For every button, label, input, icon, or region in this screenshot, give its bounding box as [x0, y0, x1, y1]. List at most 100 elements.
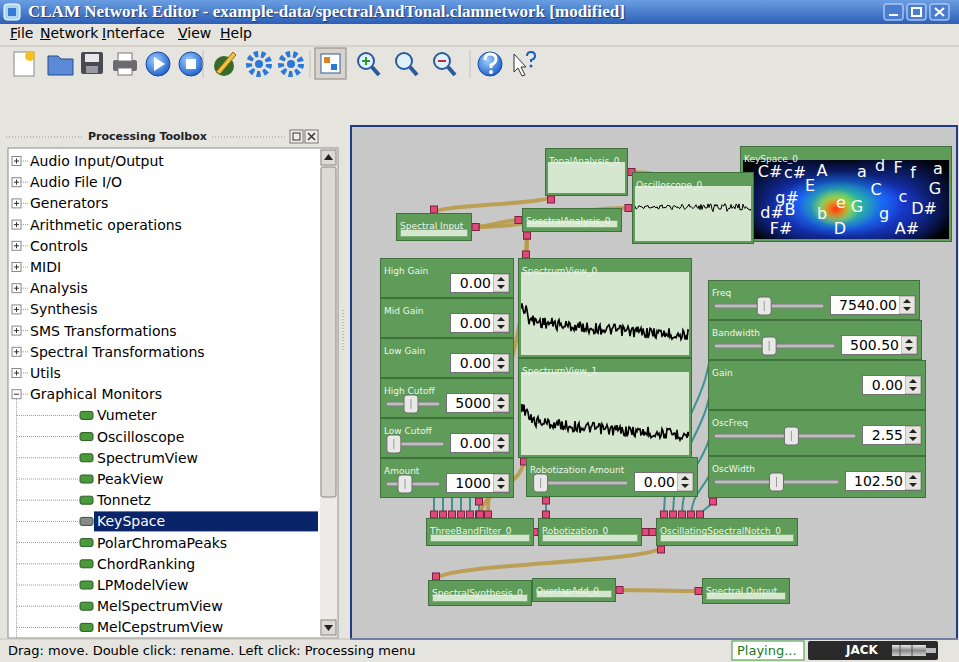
node-title: TonalAnalysis_0 — [546, 155, 623, 167]
toolbar-part — [287, 60, 295, 68]
node-title: SpectrumView_1 — [519, 365, 600, 377]
toolbar-part — [186, 59, 196, 69]
processing-box: OscillatingSpectralNotch_0 — [656, 518, 798, 546]
toolbar-part — [48, 56, 73, 75]
toolbox-panel-part — [293, 133, 300, 140]
plot-part — [635, 204, 751, 212]
key-name: G — [929, 180, 941, 198]
tree-branches-part — [17, 415, 78, 416]
spin-arrows-part — [901, 336, 917, 354]
control-box: Low Gain0.00 — [380, 338, 514, 378]
toolbar-part — [527, 52, 535, 62]
node-title: OscFreq — [709, 417, 751, 429]
tree-category: Generators — [30, 194, 108, 212]
title-bar-part — [907, 4, 926, 20]
tree-branches-part — [12, 305, 21, 314]
slider-part — [393, 439, 394, 449]
status-bar — [0, 639, 959, 660]
tree-item: ChordRanking — [97, 555, 195, 573]
status-text: Drag: move. Double click: rename. Left c… — [8, 643, 415, 659]
node-title: High Cutoff — [381, 385, 438, 397]
tree-item: SpectrumView — [97, 449, 198, 467]
control-value: 500.50 — [850, 337, 899, 353]
port — [449, 511, 456, 518]
control-value: 102.50 — [854, 473, 903, 489]
node-title: OverlapAdd_0 — [533, 585, 602, 597]
tree-branches-part — [16, 286, 17, 291]
monitor-display — [635, 186, 751, 241]
status-bar-part — [926, 648, 936, 653]
control-box: High Cutoff5000 — [380, 378, 514, 418]
tree-branches-part — [17, 436, 78, 437]
node-title: ThreeBandFilter_0 — [427, 525, 514, 537]
spin-box: 0.00 — [862, 375, 922, 395]
spin-arrows-part — [905, 339, 913, 351]
tree-category: Audio File I/O — [30, 173, 122, 191]
toolbar-part — [410, 67, 417, 75]
tree-branches-part — [21, 245, 28, 246]
tree-category: SMS Transformations — [30, 322, 177, 340]
key-name: F — [893, 159, 902, 177]
toolbar-part — [514, 54, 526, 76]
slider-part — [757, 297, 771, 315]
tree-item: LPModelView — [97, 576, 189, 594]
control-value: 2.55 — [872, 427, 903, 443]
toolbar-part — [485, 54, 496, 68]
title-bar-part — [8, 8, 16, 16]
spin-arrows — [493, 434, 509, 452]
title-bar-part — [4, 4, 20, 20]
spin-arrows-part — [497, 477, 505, 489]
tree-item: Tonnetz — [97, 491, 151, 509]
window-title: CLAM Network Editor - example-data/spect… — [28, 2, 625, 22]
control-box: OscFreq 2.55 — [708, 410, 926, 456]
node-title: Bandwidth — [709, 327, 763, 339]
port — [485, 511, 492, 518]
tree-branches-part — [16, 265, 17, 270]
menu-item: Interface — [102, 24, 165, 42]
slider-part — [784, 427, 798, 445]
toolbox-panel-part — [321, 150, 336, 165]
port — [695, 588, 702, 595]
status-bar-part — [808, 641, 938, 660]
spin-arrows-part — [899, 296, 915, 314]
network-canvas — [351, 126, 957, 639]
plot — [548, 162, 625, 193]
toolbox-panel-part — [308, 133, 315, 140]
port — [661, 511, 668, 518]
tree-category: Utils — [30, 364, 61, 382]
tree-branches-part — [12, 199, 21, 208]
tree-category: Spectral Transformations — [30, 343, 205, 361]
title-bar-part — [930, 4, 949, 20]
port — [477, 511, 484, 518]
spin-arrows-part — [909, 475, 917, 487]
spin-arrows — [905, 376, 921, 394]
tree-item: KeySpace — [97, 512, 165, 530]
control-box: High Gain0.00 — [380, 258, 514, 298]
processing-box: OverlapAdd_0 — [532, 578, 616, 602]
tree-branches-part — [80, 623, 93, 631]
toolbox-panel-part — [6, 137, 84, 138]
toolbar-part — [372, 67, 379, 75]
control-value: 0.00 — [872, 377, 903, 393]
processing-box: Spectral Input — [396, 213, 472, 241]
spin-arrows-part — [493, 394, 509, 412]
node-title: Low Gain — [381, 345, 428, 357]
tree-branches-part — [80, 517, 93, 525]
toolbar-part — [81, 52, 103, 74]
slider-part — [398, 475, 412, 493]
key-name: E — [805, 177, 815, 195]
key-name: A# — [895, 220, 919, 238]
toolbar-part — [530, 65, 533, 68]
monitor-box: TonalAnalysis_0 — [545, 148, 628, 196]
tree-branches-part — [21, 161, 28, 162]
port — [670, 511, 677, 518]
tree-branches-part — [80, 602, 93, 610]
slider — [713, 472, 840, 492]
spin-arrows-part — [905, 376, 921, 394]
tree-branches-part — [21, 309, 28, 310]
tree-branches-part — [16, 201, 17, 206]
title-bar-part — [935, 8, 944, 16]
tree-branches-part — [21, 330, 28, 331]
processing-box: Robotization_0 — [538, 518, 642, 546]
node-title: Low Cutoff — [381, 425, 435, 437]
